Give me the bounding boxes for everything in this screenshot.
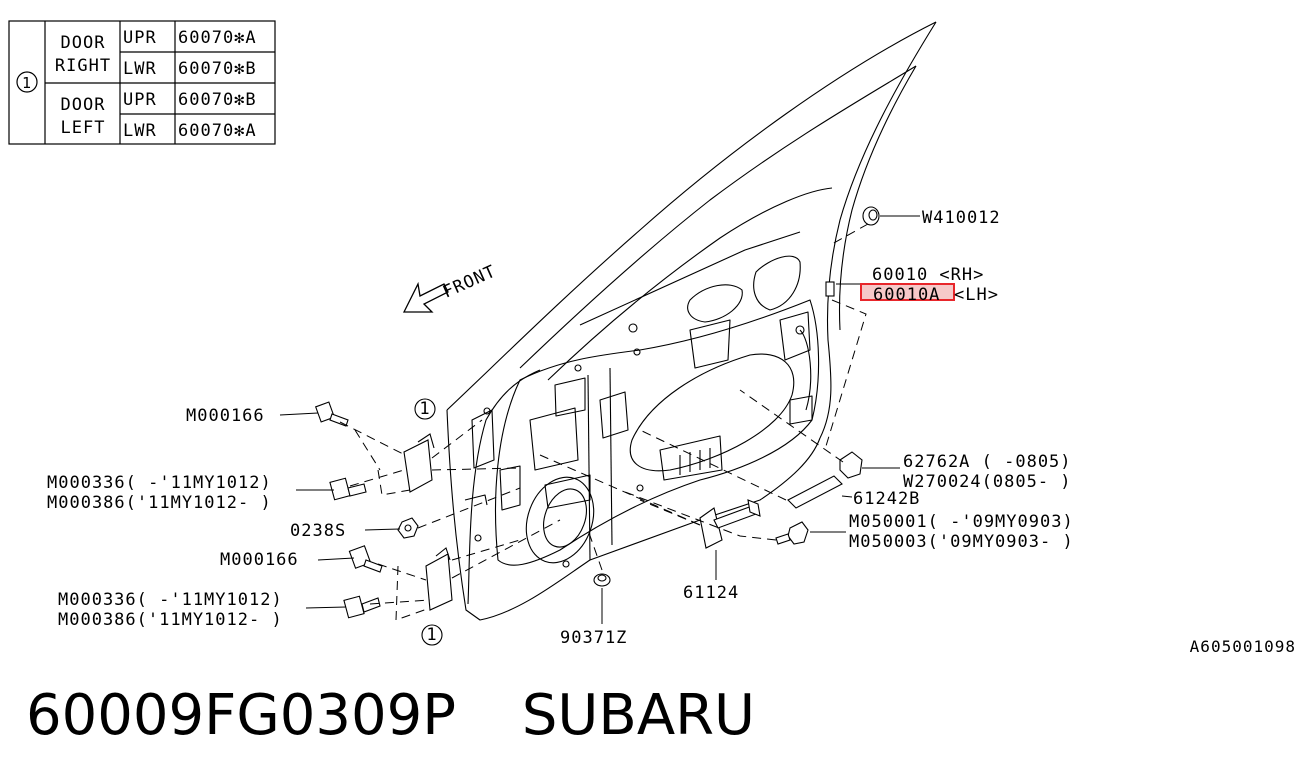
pad-icon (787, 475, 843, 509)
callout-m000166-bottom: M000166 (220, 550, 299, 570)
callout-62762a: 62762A ( -0805) (903, 452, 1072, 472)
clip-icon (862, 206, 880, 226)
upper-hinge-icon (403, 439, 433, 493)
plug-icon (839, 451, 863, 479)
grommet-icon (593, 573, 611, 587)
table-code: 60070✻A (178, 121, 257, 141)
table-code: 60070✻B (178, 90, 257, 110)
table-group-right-l1: DOOR (61, 33, 106, 53)
diagram-id: A605001098 (1190, 637, 1296, 656)
nut-icon (397, 517, 419, 539)
bolt-icon (343, 595, 381, 619)
highlight-60010a (860, 283, 955, 301)
table-code: 60070✻A (178, 28, 257, 48)
callout-m000386-bottom: M000386('11MY1012- ) (58, 610, 283, 630)
table-group-left-l1: DOOR (61, 95, 106, 115)
legend-table (8, 20, 276, 145)
callout-m000336-bottom: M000336( -'11MY1012) (58, 590, 283, 610)
footer: 60009FG0309P SUBARU (26, 684, 755, 748)
callout-90371z: 90371Z (560, 628, 627, 648)
callout-60010a[interactable]: 60010A (873, 285, 940, 305)
table-group-right-l2: RIGHT (55, 56, 111, 76)
dashed-guides (339, 223, 869, 621)
callout-61242b: 61242B (853, 489, 920, 509)
table-code: 60070✻B (178, 59, 257, 79)
door-panel-drawing (446, 21, 937, 621)
ref-marker-top: 1 (419, 399, 430, 419)
bolt-icon (348, 545, 383, 573)
ref-circle-icon (16, 71, 38, 93)
table-group-left-l2: LEFT (61, 118, 106, 138)
leader-lines (279, 215, 920, 624)
bolt-icon (314, 401, 349, 427)
front-label: FRONT (440, 261, 499, 302)
part-number: 60009FG0309P (26, 683, 457, 748)
callout-02385: 0238S (290, 521, 346, 541)
callout-60010a-side: <LH> (954, 285, 999, 305)
front-arrow-icon (402, 281, 449, 313)
brand-name: SUBARU (521, 683, 756, 748)
callout-m050003: M050003('09MY0903- ) (849, 532, 1074, 552)
table-marker: 1 (22, 74, 32, 92)
table-pos: UPR (123, 28, 157, 48)
ref-circle-icon (414, 398, 436, 420)
callout-w410012: W410012 (922, 208, 1001, 228)
callout-w270024: W270024(0805- ) (903, 472, 1072, 492)
table-pos: UPR (123, 90, 157, 110)
ref-marker-bottom: 1 (426, 625, 437, 645)
callout-61124: 61124 (683, 583, 739, 603)
ref-circle-icon (421, 624, 443, 646)
table-pos: LWR (123, 59, 157, 79)
callout-m050001: M050001( -'09MY0903) (849, 512, 1074, 532)
callout-m000166-top: M000166 (186, 406, 265, 426)
bolt-icon (775, 521, 809, 545)
table-pos: LWR (123, 121, 157, 141)
callout-m000336-top: M000336( -'11MY1012) (47, 473, 272, 493)
hardware-parts (314, 206, 880, 619)
callout-60010-rh: 60010 <RH> (872, 265, 984, 285)
callout-m000386-top: M000386('11MY1012- ) (47, 493, 272, 513)
bolt-icon (329, 477, 367, 501)
door-checker-icon (699, 499, 761, 549)
lower-hinge-icon (425, 553, 453, 611)
